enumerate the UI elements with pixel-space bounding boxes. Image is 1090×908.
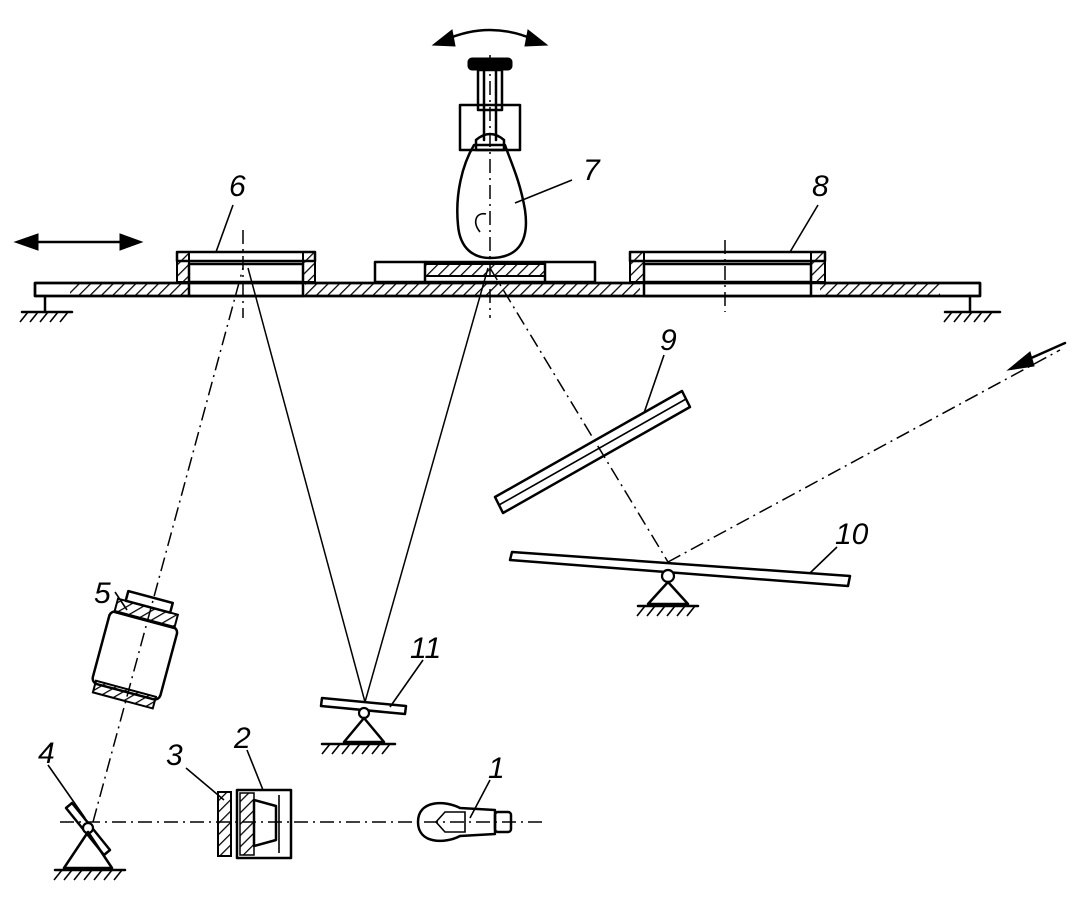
ground-hatch-icon bbox=[19, 294, 74, 323]
label-mirror-right: 10 bbox=[835, 518, 869, 551]
filter bbox=[217, 791, 232, 857]
objective-lens bbox=[91, 589, 180, 710]
left-stage-holder bbox=[175, 250, 317, 298]
right-stage-holder bbox=[628, 240, 827, 312]
label-objective: 5 bbox=[94, 577, 111, 610]
leader-lines bbox=[47, 179, 838, 819]
mirror-middle bbox=[319, 696, 408, 755]
label-filter: 3 bbox=[166, 739, 183, 772]
mirror-small-left bbox=[53, 801, 127, 881]
lamp bbox=[416, 801, 513, 843]
ground-hatch-icon bbox=[943, 294, 1002, 323]
label-mirror-middle: 11 bbox=[410, 632, 441, 665]
arrow-icon bbox=[1006, 341, 1067, 371]
label-specimen-flask: 7 bbox=[583, 154, 601, 187]
label-lamp: 1 bbox=[488, 752, 505, 785]
label-right-stage-holder: 8 bbox=[812, 170, 829, 203]
condenser bbox=[235, 788, 293, 860]
stage-plate bbox=[33, 281, 982, 298]
label-glass-plate: 9 bbox=[660, 324, 677, 357]
specimen-flask bbox=[456, 55, 528, 318]
label-condenser: 2 bbox=[233, 722, 251, 755]
double-arrow-icon bbox=[13, 233, 144, 251]
glass-plate bbox=[493, 389, 692, 515]
label-left-stage-holder: 6 bbox=[229, 170, 246, 203]
curved-double-arrow-icon bbox=[431, 28, 549, 47]
light-rays bbox=[60, 267, 1061, 823]
mirror-right bbox=[508, 550, 852, 617]
label-mirror-small-left: 4 bbox=[38, 737, 55, 770]
